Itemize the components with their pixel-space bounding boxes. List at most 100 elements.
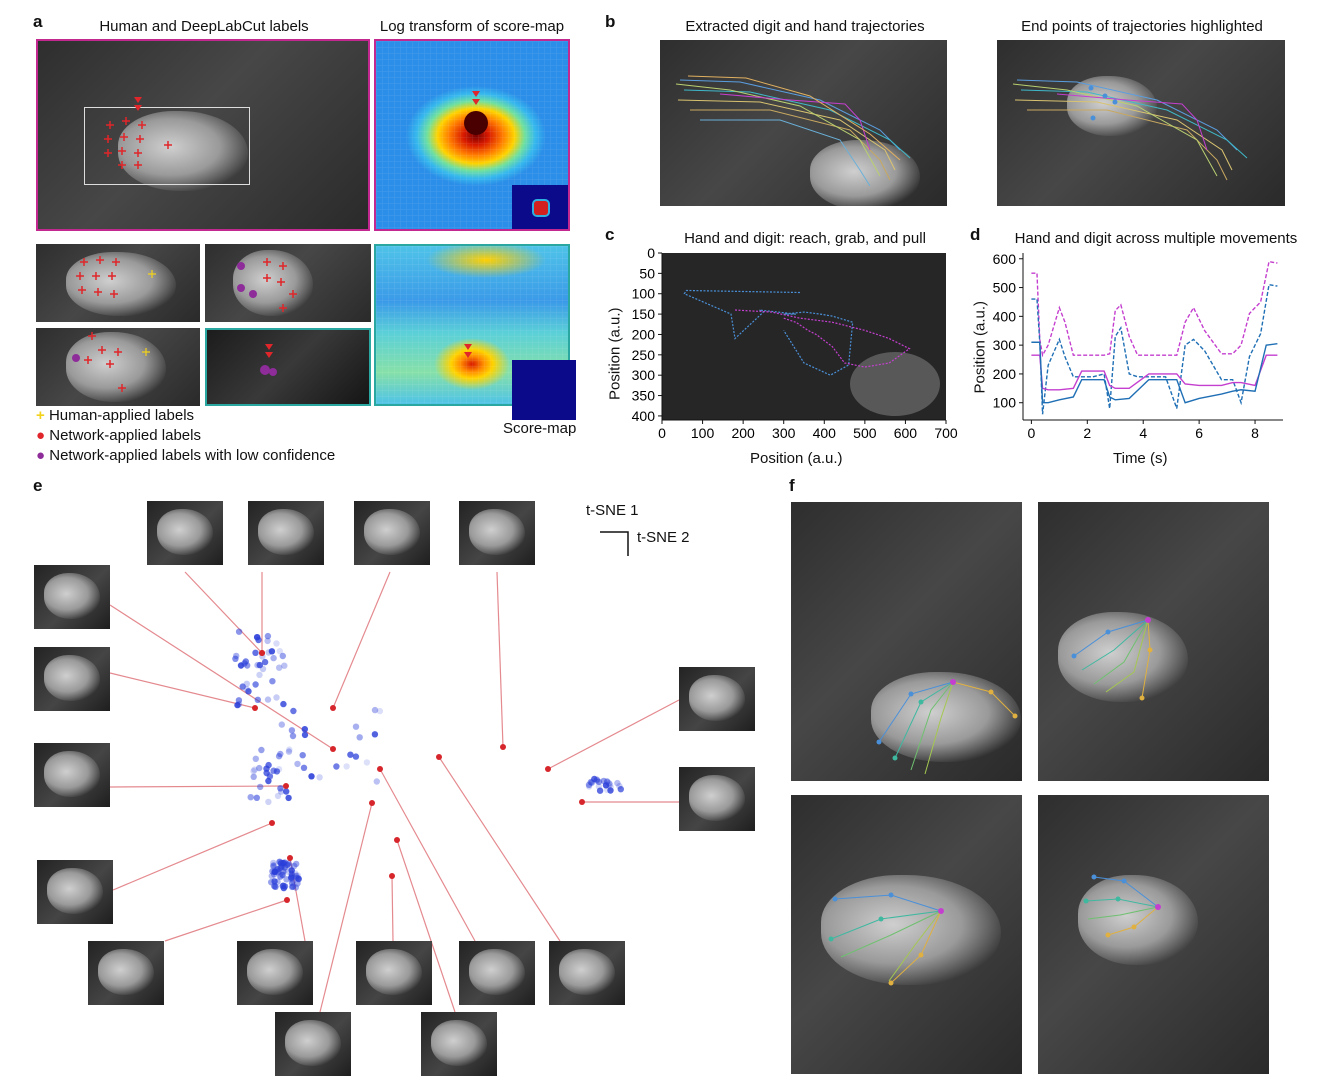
tsne-point: [595, 783, 603, 790]
tsne-point: [602, 782, 610, 789]
tsne-connector: [112, 822, 273, 891]
tsne-point: [264, 632, 272, 640]
panel-c-xlabel: Position (a.u.): [750, 450, 843, 467]
tsne-highlight-point: [269, 820, 275, 826]
pose-skeleton-2: [1071, 617, 1153, 701]
pose-skeleton-3: [828, 892, 944, 986]
panel-d-xtick-label: 2: [1083, 425, 1091, 441]
tsne-point: [333, 763, 340, 770]
tsne-point: [283, 788, 290, 795]
tsne-point: [269, 678, 276, 685]
panel-d-xtick-label: 0: [1027, 425, 1035, 441]
tsne-point: [283, 876, 290, 883]
tsne-point: [235, 700, 243, 708]
tsne-thumb-16: [679, 667, 755, 731]
tsne-point: [373, 778, 380, 785]
tsne-point: [281, 662, 288, 669]
panel-c-ytick-label: 400: [632, 408, 656, 424]
panel-d-series-2: [1031, 354, 1278, 391]
tsne-point: [277, 858, 284, 865]
tsne-point: [292, 884, 299, 891]
tsne-highlight-point: [330, 705, 336, 711]
tsne-point: [250, 773, 257, 780]
tsne-highlight-point: [436, 754, 442, 760]
red-dot-icon: ●: [36, 427, 46, 444]
tsne-point: [285, 748, 293, 755]
tsne-highlight-point: [545, 766, 551, 772]
tsne-connector: [109, 604, 334, 750]
trajectory-image-right: [997, 40, 1285, 206]
panel-c-series-0: [683, 289, 854, 376]
tsne-point: [261, 658, 269, 666]
legend-lowconf: ● Network-applied labels with low confid…: [36, 447, 335, 464]
panel-d-xtick-label: 4: [1139, 425, 1147, 441]
tsne-point: [275, 766, 283, 773]
tsne-axis-icon: [600, 531, 629, 556]
tsne-connector: [332, 571, 391, 709]
panel-d-series-3: [1031, 341, 1278, 404]
panel-c-xtick-label: 500: [853, 425, 877, 441]
crop-image-4: [205, 328, 371, 406]
panel-c-ytick-label: 250: [632, 347, 656, 363]
tsne-connector: [438, 756, 561, 942]
tsne-point: [293, 860, 300, 868]
plus-icon: +: [36, 407, 45, 424]
tsne-point: [277, 785, 284, 792]
tsne-point: [347, 751, 354, 758]
tsne-connector: [109, 785, 287, 788]
panel-d-ytick-label: 100: [993, 395, 1017, 411]
panel-c-xtick-label: 600: [894, 425, 918, 441]
tsne-thumb-11: [356, 941, 432, 1005]
tsne-point: [288, 727, 296, 734]
tsne-axis-2-label: t-SNE 2: [637, 529, 690, 546]
tsne-point: [587, 778, 594, 786]
panel-d-title: Hand and digit across multiple movements: [1014, 230, 1298, 247]
panel-c-ytick-label: 300: [632, 367, 656, 383]
purple-dot-icon: ●: [36, 447, 46, 464]
tsne-highlight-point: [394, 837, 400, 843]
tsne-highlight-point: [389, 873, 395, 879]
tsne-point: [593, 777, 601, 784]
tsne-point: [252, 681, 259, 688]
tsne-point: [371, 731, 379, 738]
crop-image-1: [36, 244, 200, 322]
tsne-point: [256, 671, 263, 679]
tsne-point: [617, 786, 624, 793]
legend-network-label: Network-applied labels: [49, 427, 201, 444]
panel-c-ytick-label: 50: [639, 265, 655, 281]
tsne-point: [290, 707, 297, 715]
tsne-point: [270, 654, 277, 662]
panel-b-title-right: End points of trajectories highlighted: [1021, 18, 1263, 35]
tsne-point: [277, 750, 284, 758]
panel-c-ytick-label: 0: [647, 245, 655, 261]
tsne-point: [274, 792, 282, 800]
panel-c-xtick-label: 0: [658, 425, 666, 441]
tsne-point: [263, 769, 270, 777]
tsne-point: [245, 688, 252, 695]
tsne-point: [252, 755, 259, 762]
tsne-point: [289, 877, 297, 884]
panel-c-ytick-label: 100: [632, 286, 656, 302]
tsne-point: [352, 753, 360, 760]
tsne-point: [294, 760, 301, 768]
pose-image-1: [791, 502, 1022, 781]
tsne-highlight-point: [259, 650, 265, 656]
tsne-point: [256, 661, 263, 669]
tsne-point: [276, 648, 283, 655]
tsne-point: [288, 872, 295, 879]
tsne-point: [264, 696, 272, 703]
pose-image-4: [1038, 795, 1269, 1074]
panel-d-ytick-label: 300: [993, 337, 1017, 353]
tsne-highlight-point: [579, 799, 585, 805]
pose-skeleton-4: [1083, 874, 1161, 938]
tsne-highlight-point: [284, 897, 290, 903]
tsne-point: [301, 731, 309, 739]
tsne-point: [284, 868, 292, 875]
tsne-point: [294, 872, 302, 879]
tsne-point: [277, 873, 284, 880]
tsne-point: [265, 798, 272, 806]
tsne-point: [596, 787, 604, 794]
tsne-connector: [396, 839, 456, 1013]
panel-d-ytick-label: 600: [993, 251, 1017, 267]
tsne-thumb-7: [34, 743, 110, 807]
